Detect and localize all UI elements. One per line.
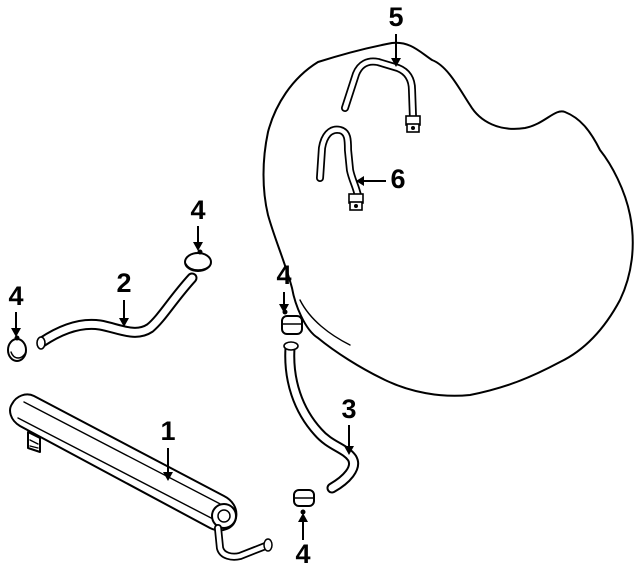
part-5-oil-line	[341, 57, 421, 133]
arrow-6	[356, 176, 364, 186]
arrow-5	[391, 58, 401, 67]
callout-4-left: 4	[8, 281, 23, 311]
arrow-4b	[11, 328, 21, 337]
arrow-4d	[298, 513, 308, 522]
part-6-oil-line	[316, 125, 364, 211]
arrow-4a	[193, 242, 203, 251]
callout-4-lower-right: 4	[295, 539, 310, 569]
clamp-lower-right	[293, 489, 315, 515]
arrow-1	[163, 472, 173, 481]
part-1-oil-cooler	[9, 393, 273, 561]
clamp-upper-hose	[184, 249, 212, 272]
callout-1: 1	[160, 416, 175, 446]
callout-4-upper-right: 4	[276, 260, 291, 290]
arrow-2	[119, 318, 129, 327]
arrow-3	[344, 446, 354, 455]
housing-detail-line	[299, 299, 351, 346]
callout-5: 5	[388, 2, 403, 32]
clamp-left	[7, 335, 27, 362]
callout-4-upper-hose: 4	[190, 195, 205, 225]
callout-3: 3	[341, 394, 356, 424]
callout-6: 6	[390, 164, 405, 194]
callout-2: 2	[116, 268, 131, 298]
clamp-upper-right	[281, 309, 303, 335]
part-3-cooler-hose	[283, 341, 359, 494]
transmission-outline	[262, 41, 634, 397]
part-2-cooler-hose	[36, 272, 198, 350]
arrow-4c	[279, 304, 289, 313]
